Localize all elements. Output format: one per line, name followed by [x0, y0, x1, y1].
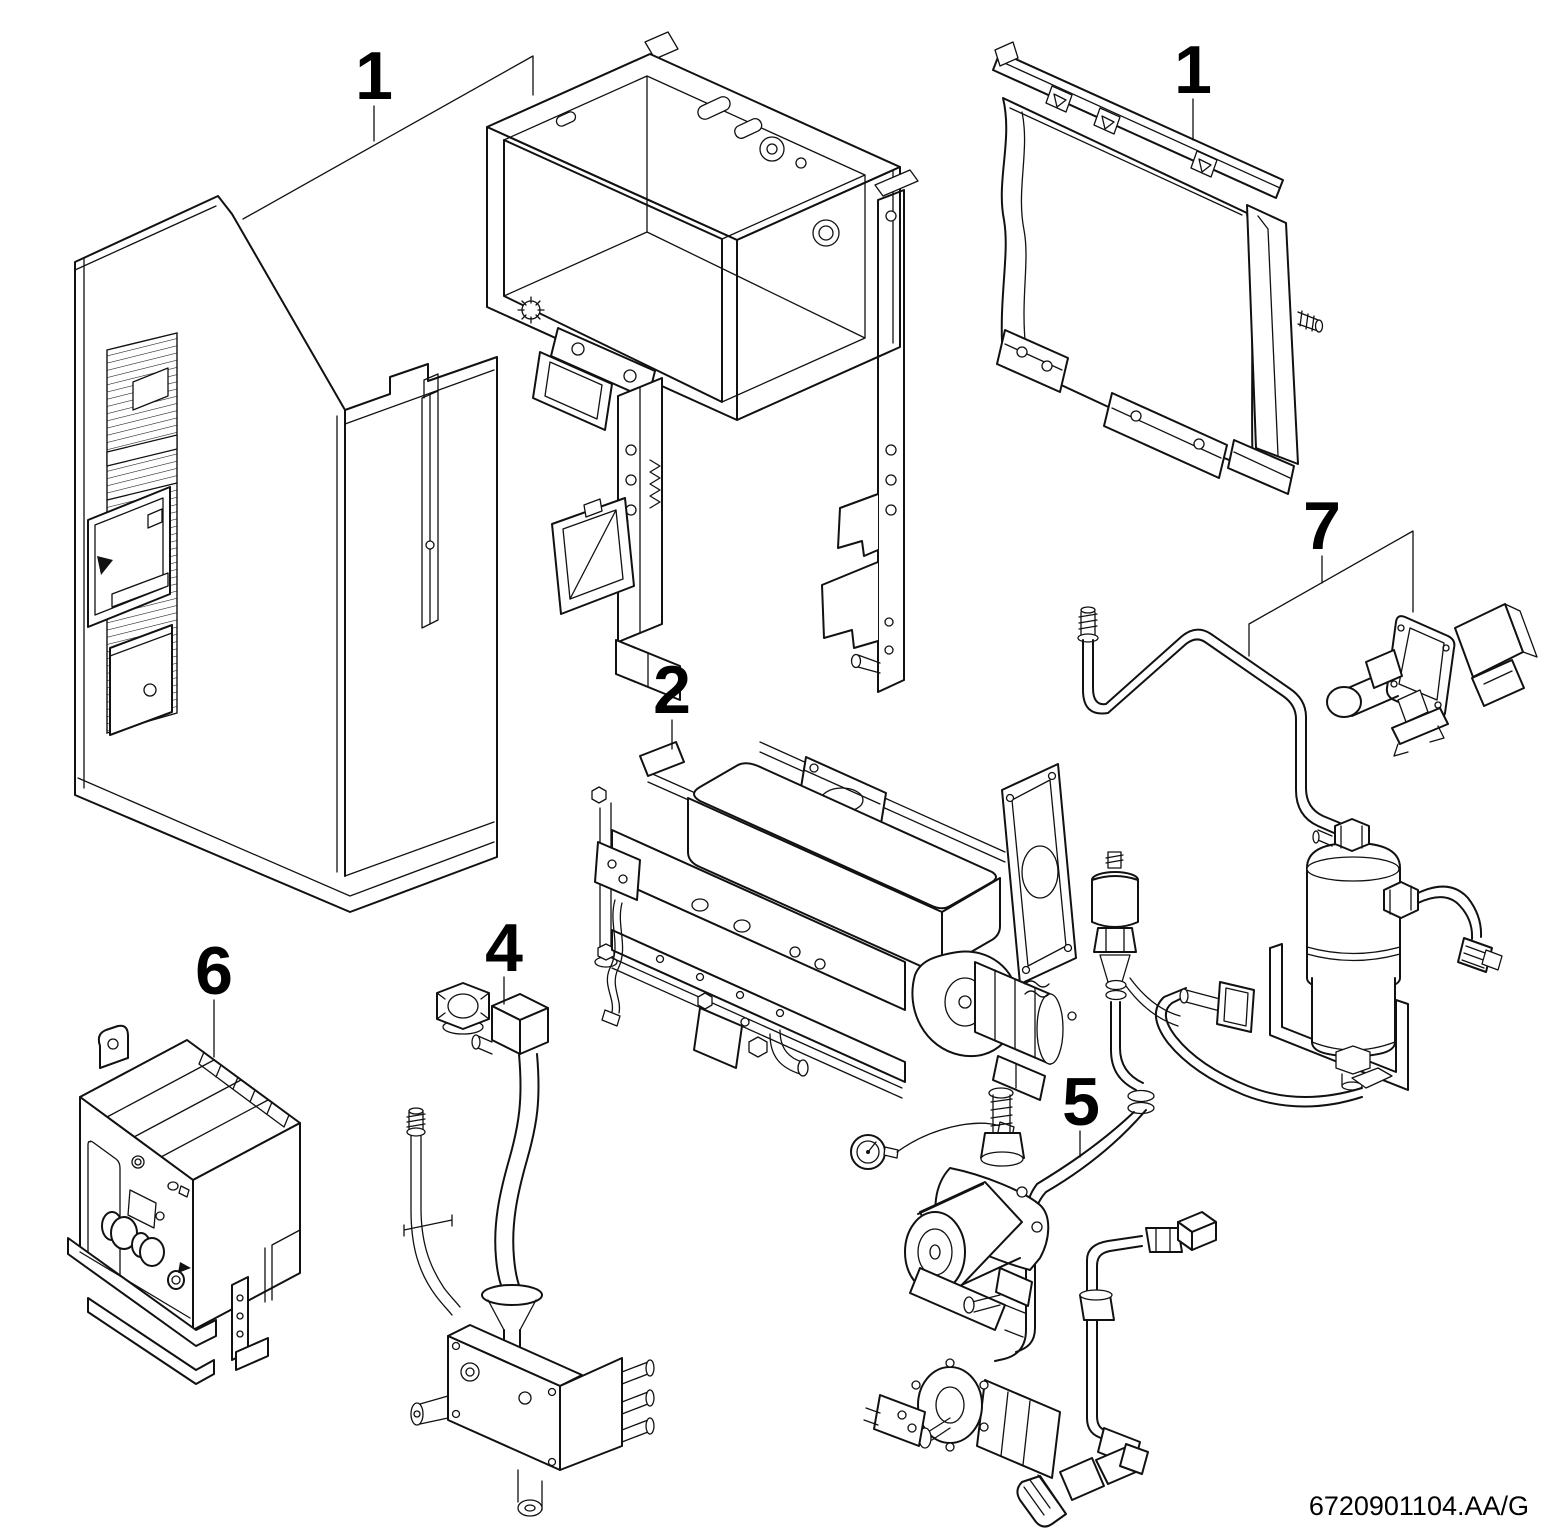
top-face-holes	[555, 96, 840, 247]
burner-assembly-drawing	[591, 741, 1077, 1101]
callout-labels: 1 1 2 4 5 6 7	[195, 32, 1341, 1140]
front-panel-drawing	[992, 41, 1324, 495]
lower-pump-drawing	[863, 1358, 1061, 1479]
fan-gasket-plate	[1001, 763, 1077, 985]
air-vent-drawing	[1091, 851, 1139, 1001]
callout-1-casing: 1	[355, 38, 393, 114]
casing-assembly-drawing	[74, 195, 498, 913]
callout-5-pump: 5	[1062, 1064, 1100, 1140]
mounting-rail-drawing	[821, 169, 919, 693]
callout-2-burner: 2	[653, 652, 691, 728]
control-unit-drawing	[67, 1024, 301, 1385]
fan-motor-drawing	[911, 950, 1077, 1101]
gas-valve-pipe-drawing	[403, 982, 655, 1517]
callout-4-gas-valve: 4	[485, 910, 523, 986]
solenoid-valve-drawing	[1326, 603, 1538, 757]
panel-top-rail	[992, 41, 1284, 199]
knob-2	[139, 1237, 165, 1267]
inner-bracket-drawing	[421, 373, 439, 629]
igniter-symbol	[517, 296, 545, 324]
return-pipe-drawing	[1079, 1211, 1217, 1467]
callout-7-piping: 7	[1303, 488, 1341, 564]
pipe-collar	[481, 1284, 543, 1306]
drain-valve-drawing	[1016, 1443, 1149, 1528]
lower-door-drawing	[109, 624, 173, 736]
elbow-cube	[471, 993, 549, 1055]
supply-pipe-drawing	[1077, 606, 1341, 834]
electrode-bracket	[693, 1007, 809, 1077]
display-door-drawing	[87, 486, 171, 628]
condensate-trap-drawing	[1125, 818, 1503, 1108]
pump-top-stud	[980, 1087, 1025, 1167]
document-code: 6720901104.AA/G	[1309, 1491, 1529, 1521]
igniter-bracket-wires	[594, 841, 641, 1027]
callout-leaders	[213, 55, 1414, 1158]
square-collar-drawing	[532, 351, 613, 431]
knob-3	[167, 1270, 185, 1290]
gasket-frame-drawing	[551, 497, 635, 615]
burner-manifold	[611, 929, 906, 1083]
knob-1	[110, 1216, 138, 1250]
insulation-block	[687, 762, 1001, 972]
union-nut	[436, 982, 490, 1030]
callout-6-control-unit: 6	[195, 933, 233, 1009]
control-front-details	[87, 1140, 191, 1290]
pilot-pipe	[403, 1107, 461, 1316]
combustion-chamber-drawing	[486, 31, 919, 701]
gas-valve-body	[410, 1324, 655, 1517]
circulation-pump-drawing	[904, 1167, 1050, 1338]
pump-assembly-drawing	[850, 851, 1217, 1528]
panel-bottom-brackets	[996, 329, 1295, 495]
piping-solenoid-drawing	[1077, 603, 1538, 1108]
panel-side-channel	[1246, 204, 1324, 465]
callout-1-panel: 1	[1174, 32, 1212, 108]
